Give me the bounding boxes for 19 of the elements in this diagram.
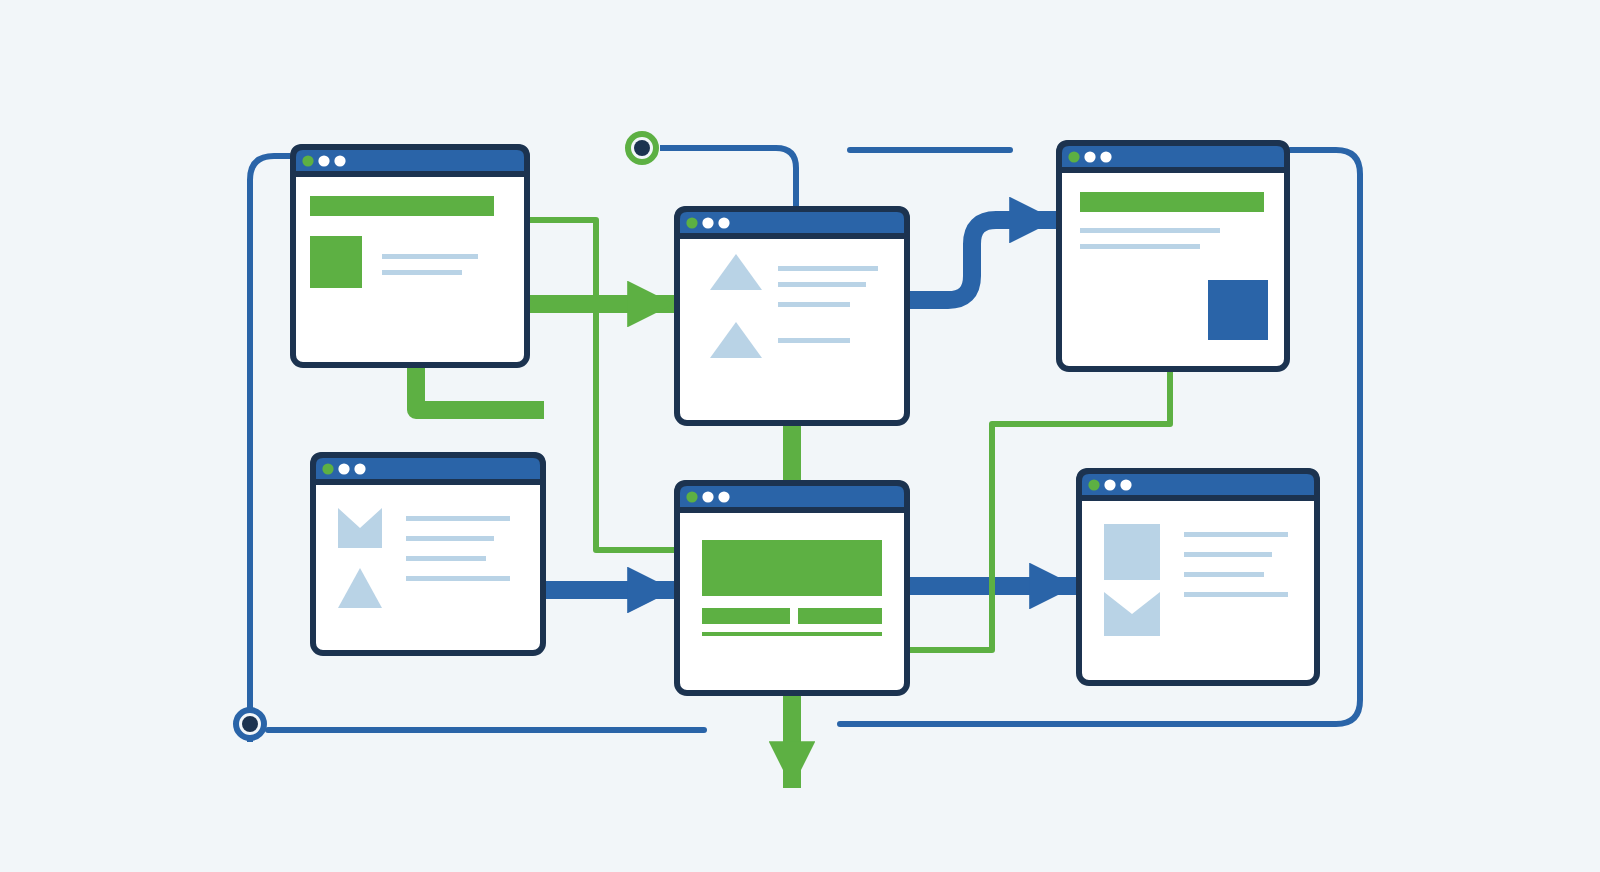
browser-window-drawing — [310, 452, 546, 656]
browser-window-drawing — [1076, 468, 1320, 686]
connector-line — [247, 153, 290, 742]
browser-window-drawing — [674, 480, 910, 696]
connector-line — [660, 145, 799, 206]
browser-window-drawing — [674, 206, 910, 426]
arrow — [910, 196, 1056, 309]
arrow — [768, 696, 816, 788]
connector-dot — [232, 706, 268, 742]
connector-dot — [624, 130, 660, 166]
connector-line — [530, 217, 674, 553]
connector-line — [910, 372, 1173, 653]
browser-window-drawing — [1056, 140, 1290, 372]
connector-line — [783, 426, 801, 480]
connector-line — [407, 368, 544, 419]
arrow — [546, 566, 674, 614]
arrow — [530, 280, 674, 328]
arrow — [910, 562, 1076, 610]
browser-window-drawing — [290, 144, 530, 368]
